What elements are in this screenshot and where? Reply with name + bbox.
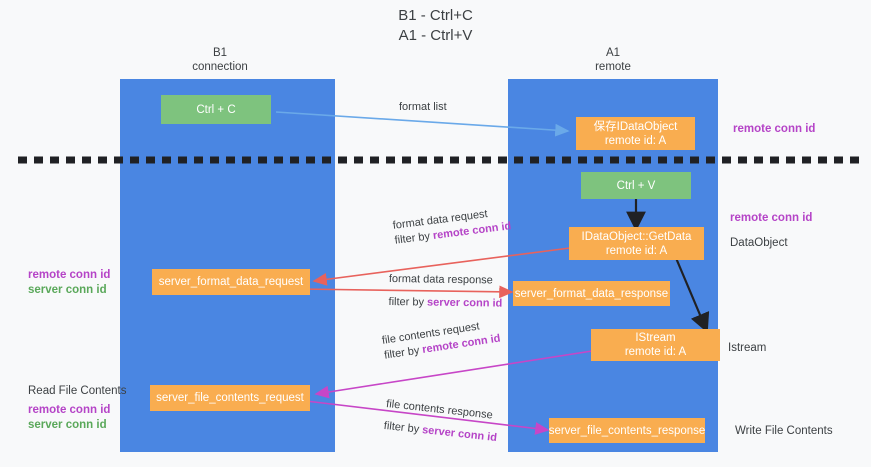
annotation-right-dataobject: DataObject: [730, 237, 788, 249]
title-line-2: A1 - Ctrl+V: [398, 27, 473, 44]
filter-key-server-conn-id: server conn id: [421, 424, 498, 445]
column-header-a1-name: A1: [605, 47, 621, 59]
column-header-a1-sub: remote: [595, 61, 631, 73]
node-server-format-data-response[interactable]: server_format_data_response: [513, 281, 670, 306]
node-server-format-data-response-label: server_format_data_response: [514, 287, 669, 300]
node-server-format-data-request-label: server_format_data_request: [158, 276, 304, 288]
node-server-file-contents-response-label: server_file_contents_response: [548, 424, 706, 437]
annotation-left-server-conn-id-bottom: server conn id: [28, 419, 107, 431]
node-save-idataobject-line1: 保存IDataObject: [593, 120, 678, 133]
edge-label-format-data-response: format data response filter by server co…: [388, 272, 502, 312]
edge-label-format-list-text: format list: [399, 101, 447, 113]
node-ctrl-v-label: Ctrl + V: [616, 179, 656, 192]
node-ctrl-c-label: Ctrl + C: [196, 103, 236, 116]
annotation-right-write-file-contents: Write File Contents: [735, 425, 833, 437]
node-server-file-contents-response[interactable]: server_file_contents_response: [549, 418, 705, 443]
filter-prefix: filter by: [383, 419, 423, 436]
edge-label-format-list: format list: [399, 100, 447, 115]
node-save-idataobject-line2: remote id: A: [604, 134, 667, 147]
node-ctrl-v[interactable]: Ctrl + V: [581, 172, 691, 199]
node-server-format-data-request[interactable]: server_format_data_request: [152, 269, 310, 295]
column-header-b1: B1 connection: [150, 46, 290, 74]
title-line-1: B1 - Ctrl+C: [398, 7, 473, 24]
edge-label-file-contents-response-line2: filter by server conn id: [383, 419, 498, 446]
node-server-file-contents-request-label: server_file_contents_request: [156, 392, 304, 404]
node-istream-line2: remote id: A: [624, 346, 687, 358]
column-header-b1-sub: connection: [192, 61, 248, 73]
node-istream-line1: IStream: [635, 332, 676, 344]
column-header-b1-name: B1: [212, 47, 228, 59]
annotation-left-remote-conn-id-bottom: remote conn id: [28, 404, 111, 416]
column-header-a1: A1 remote: [543, 46, 683, 74]
diagram-title: B1 - Ctrl+C A1 - Ctrl+V: [0, 6, 871, 46]
edge-label-format-data-response-line2: filter by server conn id: [388, 295, 502, 312]
edge-label-format-data-request: format data request filter by remote con…: [392, 204, 512, 248]
node-idataobject-getdata-line1: IDataObject::GetData: [581, 230, 692, 243]
edge-label-file-contents-request: file contents request filter by remote c…: [381, 317, 502, 364]
node-istream[interactable]: IStream remote id: A: [591, 329, 720, 361]
filter-key-server-conn-id: server conn id: [427, 296, 503, 310]
node-server-file-contents-request[interactable]: server_file_contents_request: [150, 385, 310, 411]
annotation-left-read-file-contents: Read File Contents: [28, 385, 127, 397]
annotation-left-remote-conn-id-mid: remote conn id: [28, 269, 111, 281]
node-save-idataobject[interactable]: 保存IDataObject remote id: A: [576, 117, 695, 150]
node-ctrl-c[interactable]: Ctrl + C: [161, 95, 271, 124]
filter-prefix: filter by: [394, 230, 434, 247]
edge-label-file-contents-response: file contents response filter by server …: [383, 397, 500, 446]
edge-label-format-data-response-line1: format data response: [388, 272, 493, 287]
filter-prefix: filter by: [388, 295, 428, 309]
node-idataobject-getdata-line2: remote id: A: [605, 244, 668, 257]
annotation-left-server-conn-id-mid: server conn id: [28, 284, 107, 296]
node-idataobject-getdata[interactable]: IDataObject::GetData remote id: A: [569, 227, 704, 260]
annotation-right-remote-conn-id-top: remote conn id: [733, 123, 816, 135]
annotation-right-istream: Istream: [728, 342, 767, 354]
annotation-right-remote-conn-id-mid: remote conn id: [730, 212, 813, 224]
